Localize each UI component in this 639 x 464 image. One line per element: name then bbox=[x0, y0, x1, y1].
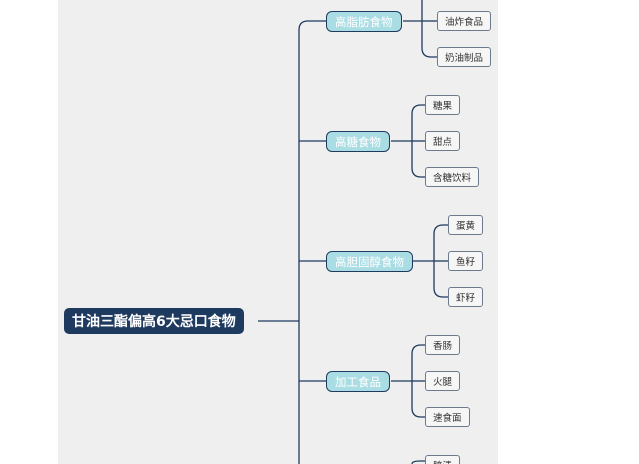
leaf-sugary-drinks[interactable]: 含糖饮料 bbox=[425, 167, 480, 187]
leaf-fried-food[interactable]: 油炸食品 bbox=[437, 11, 492, 31]
leaf-sausage[interactable]: 香肠 bbox=[425, 335, 461, 355]
mindmap-canvas: 甘油三酯偏高6大忌口食物 高脂肪食物 油炸食品 奶油制品 高糖食物 糖果 甜点 … bbox=[58, 0, 498, 464]
branch-processed-food[interactable]: 加工食品 bbox=[326, 371, 390, 392]
root-node[interactable]: 甘油三酯偏高6大忌口食物 bbox=[64, 308, 244, 334]
leaf-ham[interactable]: 火腿 bbox=[425, 371, 461, 391]
leaf-shrimp-roe[interactable]: 虾籽 bbox=[448, 287, 484, 307]
leaf-candy[interactable]: 糖果 bbox=[425, 95, 461, 115]
leaf-instant-noodles[interactable]: 速食面 bbox=[425, 407, 470, 427]
connector-lines bbox=[258, 0, 448, 464]
branch-high-cholesterol[interactable]: 高胆固醇食物 bbox=[326, 251, 413, 272]
leaf-fish-roe[interactable]: 鱼籽 bbox=[448, 251, 484, 271]
leaf-cream-products[interactable]: 奶油制品 bbox=[437, 47, 492, 67]
branch-high-fat[interactable]: 高脂肪食物 bbox=[326, 11, 402, 32]
branch-high-sugar[interactable]: 高糖食物 bbox=[326, 131, 390, 152]
leaf-egg-yolk[interactable]: 蛋黄 bbox=[448, 215, 484, 235]
leaf-dessert[interactable]: 甜点 bbox=[425, 131, 461, 151]
leaf-partial-bottom[interactable]: 腌渍 bbox=[425, 455, 461, 464]
